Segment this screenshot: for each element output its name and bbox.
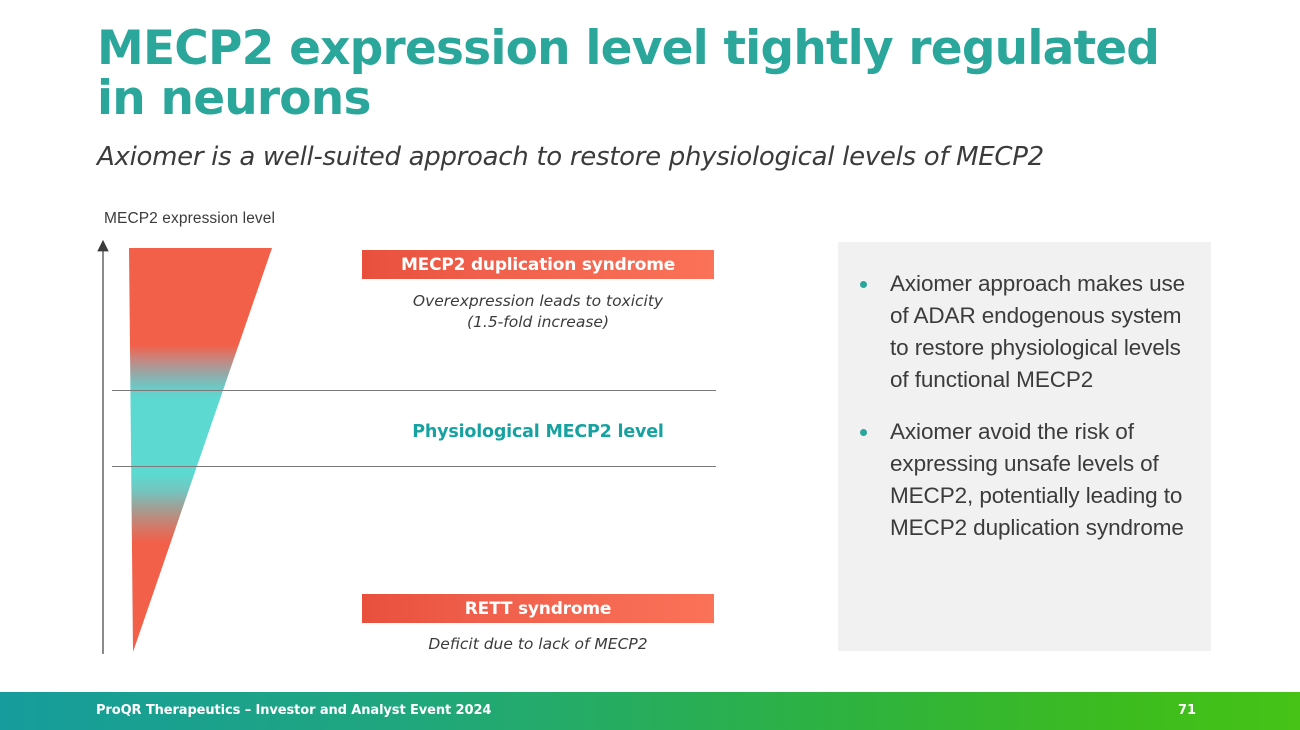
duplication-syndrome-note: Overexpression leads to toxicity (1.5-fo…: [362, 291, 714, 333]
footer-event-label: ProQR Therapeutics – Investor and Analys…: [96, 703, 492, 718]
footer-bar: [0, 692, 1300, 730]
bullet-dot-icon: [860, 428, 867, 436]
page-title: MECP2 expression level tightly regulated…: [97, 21, 1160, 126]
duplication-syndrome-bar: MECP2 duplication syndrome: [362, 250, 714, 279]
lower-threshold-line: [112, 466, 716, 467]
expression-level-diagram: MECP2 expression level: [97, 210, 716, 655]
list-item-text: Axiomer avoid the risk of expressing uns…: [890, 418, 1184, 540]
list-item-text: Axiomer approach makes use of ADAR endog…: [890, 271, 1186, 392]
list-item: Axiomer avoid the risk of expressing uns…: [860, 416, 1191, 544]
y-axis-arrow-icon: [97, 240, 109, 654]
duplication-note-line-2: (1.5-fold increase): [466, 312, 610, 331]
list-item: Axiomer approach makes use of ADAR endog…: [860, 268, 1191, 396]
physiological-level-label: Physiological MECP2 level: [412, 422, 664, 442]
rett-syndrome-note: Deficit due to lack of MECP2: [362, 634, 714, 655]
duplication-syndrome-label: MECP2 duplication syndrome: [400, 254, 676, 275]
y-axis-label: MECP2 expression level: [104, 210, 276, 227]
expression-window-wedge: [129, 248, 272, 652]
bullet-dot-icon: [860, 281, 867, 288]
rett-note-line-1: Deficit due to lack of MECP2: [428, 635, 648, 653]
footer-page-number: 71: [1178, 703, 1197, 718]
rett-syndrome-bar: RETT syndrome: [362, 594, 714, 623]
page-subtitle: Axiomer is a well-suited approach to res…: [97, 142, 1044, 172]
duplication-note-line-1: Overexpression leads to toxicity: [412, 292, 664, 310]
rett-syndrome-label: RETT syndrome: [464, 598, 612, 619]
upper-threshold-line: [112, 390, 716, 391]
key-points-panel: Axiomer approach makes use of ADAR endog…: [838, 242, 1211, 651]
